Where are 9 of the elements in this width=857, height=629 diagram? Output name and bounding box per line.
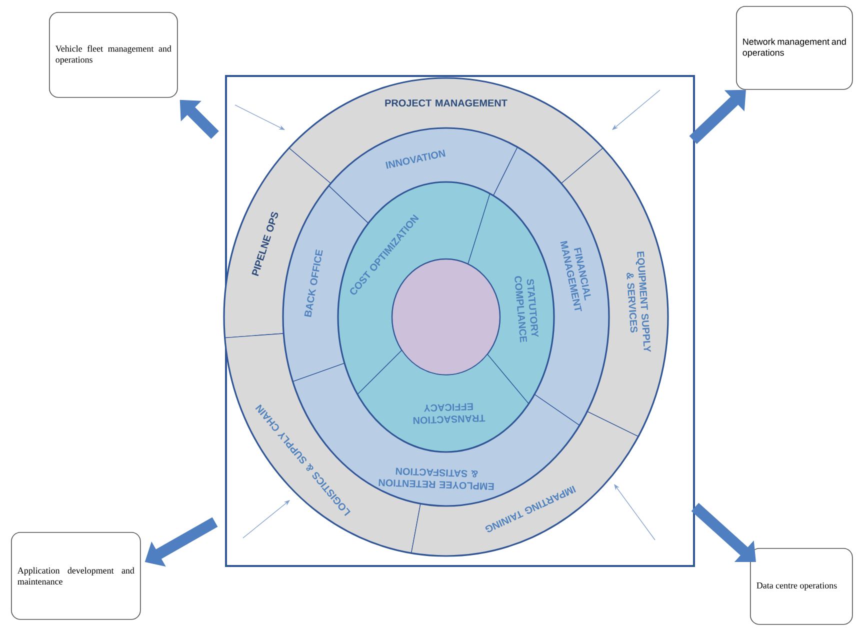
block-arrow	[689, 90, 746, 144]
text-box: Vehicle fleet management and operations	[49, 12, 178, 98]
text-box: Application development and maintenance	[11, 532, 141, 620]
block-arrow	[180, 100, 219, 139]
ring-segment: STATUTORY COMPLIANCE	[468, 193, 554, 404]
block-arrow	[691, 502, 756, 562]
text-box: Data centre operations	[750, 548, 853, 625]
ring-segment: TRANSACTION EFFICACY	[357, 350, 530, 452]
text-box: Network management and operations	[736, 6, 853, 90]
